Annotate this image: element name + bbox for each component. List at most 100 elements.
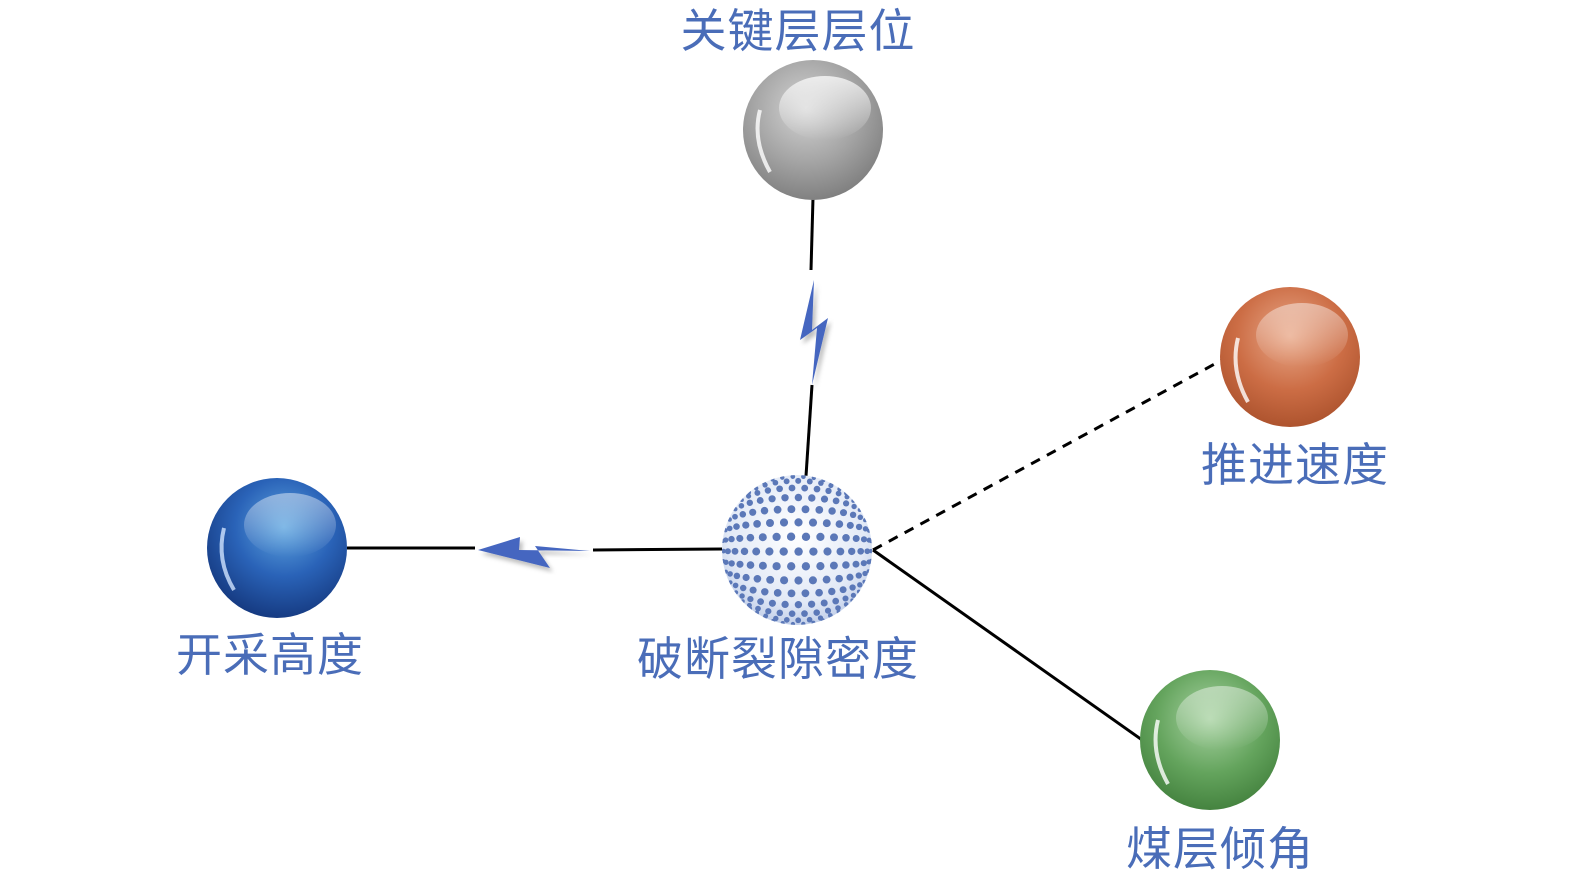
sphere-dot [846,521,854,529]
sphere-dot [732,513,738,520]
sphere-dot [772,532,781,542]
sphere-dot [749,508,757,516]
sphere-dot [758,533,767,542]
sphere-dot [843,602,849,607]
sphere-dot [781,494,789,502]
sphere-dot [842,534,850,542]
sphere-dot [723,537,729,543]
sphere-dot [783,617,790,623]
sphere-dot [762,482,768,488]
sphere-dot [868,548,872,554]
connector-line [809,197,815,271]
sphere-dot [780,620,785,625]
sphere-dot [801,475,806,480]
sphere-dot [822,575,831,584]
sphere-dot [739,511,747,518]
sphere-dot [820,599,828,607]
sphere-dot [739,498,744,502]
sphere-dot [781,600,789,609]
sphere-dot [862,526,869,532]
sphere-dot [867,528,871,533]
sphere-dot [768,599,776,607]
sphere-dot [733,523,740,530]
sphere-dot [739,593,745,599]
sphere-dot [869,558,872,563]
sphere-dot [839,586,847,594]
sphere-dot [794,601,803,609]
sphere-dot [850,598,855,603]
sphere-dot [823,547,832,556]
sphere-dot [832,497,840,505]
sphere-dot [842,595,849,602]
sphere-dot [828,483,834,489]
sphere-dot [746,533,755,542]
label-seam-dip-angle: 煤层倾角 [1126,822,1314,876]
sphere-dot [813,609,820,616]
sphere-dot [776,609,784,617]
sphere-dot [856,589,861,594]
sphere-dot [771,618,776,623]
sphere-dot [869,539,872,544]
sphere-dot [801,532,811,541]
sphere-dot [844,494,850,500]
sphere-dot [794,518,803,527]
sphere-dot [860,560,867,567]
sphere-dot [828,507,836,515]
sphere-dot [722,548,726,554]
sphere-dot [863,518,868,523]
sphere-dot [851,498,856,503]
sphere-dot [788,484,796,492]
sphere-dot [766,519,774,527]
sphere-dot [755,605,761,612]
sphere-dot [836,547,845,556]
sphere-dot [795,477,802,484]
sphere-dot [829,561,838,570]
sphere-dot [811,475,816,481]
sphere-dot [728,580,733,585]
sphere-dot [748,606,753,611]
sphere-dot [807,600,816,608]
sphere-dot [811,620,816,625]
sphere-dot [801,505,810,514]
sphere-dot [780,576,789,585]
sphere-dot [772,562,781,571]
sphere-dot [794,576,803,585]
connection-key-stratum [800,197,828,477]
sphere-dot [726,525,733,532]
sphere-dot [846,573,854,581]
sphere-dot [746,561,755,569]
sphere-dot [727,571,733,577]
sphere-dot [832,597,840,605]
sphere-dot [787,505,796,514]
sphere-dot [753,574,762,583]
sphere-dot [849,584,856,591]
sphere-dot [855,523,863,531]
connection-mining-height [347,537,723,568]
sphere-dot [837,487,842,492]
sphere-dot [746,499,753,506]
sphere-dot [801,621,806,625]
sphere-dot [801,610,808,617]
sphere-dot [835,605,841,611]
sphere-dot [842,500,850,507]
sphere-dot [776,485,783,493]
sphere-dot [822,519,831,528]
lightning-icon [478,537,590,568]
sphere-dot [746,493,752,499]
sphere-dot [772,479,779,486]
connection-seam-dip [872,548,1146,744]
sphere-dot [766,575,775,584]
sphere-dot [830,533,838,542]
sphere-dot [855,572,862,579]
sphere-advance-speed [1220,287,1360,427]
sphere-dot [835,574,843,583]
sphere-dot [862,570,868,577]
sphere-dot [728,560,735,567]
sphere-dot [753,520,761,528]
sphere-dot [786,532,796,541]
sphere-dot [866,569,871,574]
sphere-dot [820,618,825,623]
sphere-dot [852,535,860,542]
connector-line [804,384,814,477]
label-advance-speed: 推进速度 [1201,438,1389,492]
